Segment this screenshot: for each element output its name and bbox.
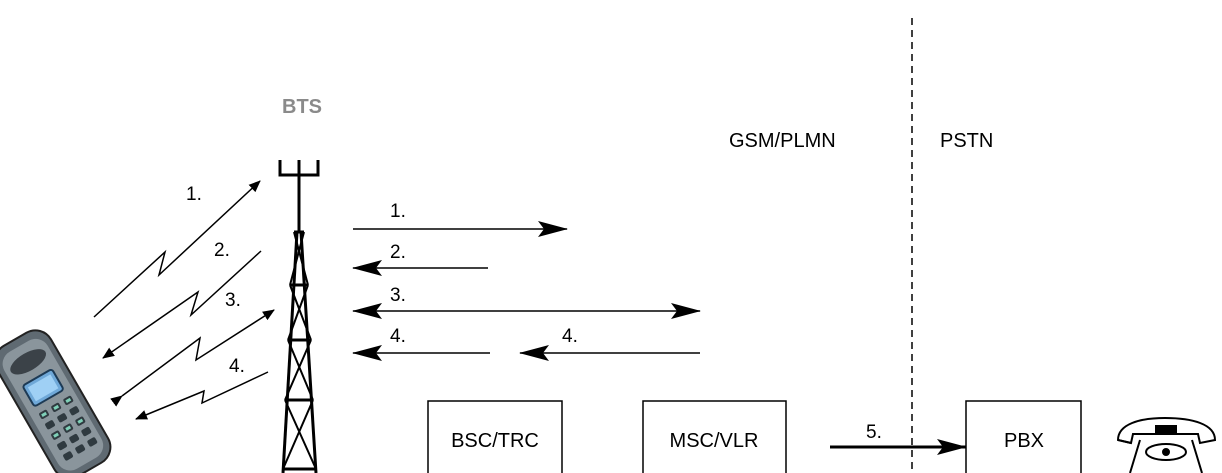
network-arrows [352,221,967,455]
network-step-2: 2. [390,242,406,263]
radio-step-3: 3. [225,290,241,311]
network-step-1: 1. [390,201,406,222]
telephone-icon [1116,416,1217,473]
network-step-4b: 4. [562,326,578,347]
radio-link-4 [135,371,269,420]
bts-label: BTS [282,96,322,118]
pbx-label: PBX [1004,430,1044,452]
radio-step-4: 4. [229,356,245,377]
msc-vlr-box [642,400,787,473]
bsc-trc-label: BSC/TRC [451,430,539,452]
region-label-gsm-plmn: GSM/PLMN [729,130,836,152]
antenna-tower-icon [278,160,320,473]
radio-links [93,180,275,420]
network-step-4a: 4. [390,326,406,347]
region-label-pstn: PSTN [940,130,993,152]
radio-step-2: 2. [214,240,230,261]
radio-link-1 [93,180,261,318]
radio-link-3 [110,309,275,407]
radio-step-1: 1. [186,184,202,205]
bsc-trc-box [427,400,563,473]
network-step-5: 5. [866,422,882,443]
network-step-3: 3. [390,285,406,306]
mobile-phone-icon [0,329,112,473]
msc-vlr-label: MSC/VLR [670,430,759,452]
pbx-box [965,400,1082,473]
